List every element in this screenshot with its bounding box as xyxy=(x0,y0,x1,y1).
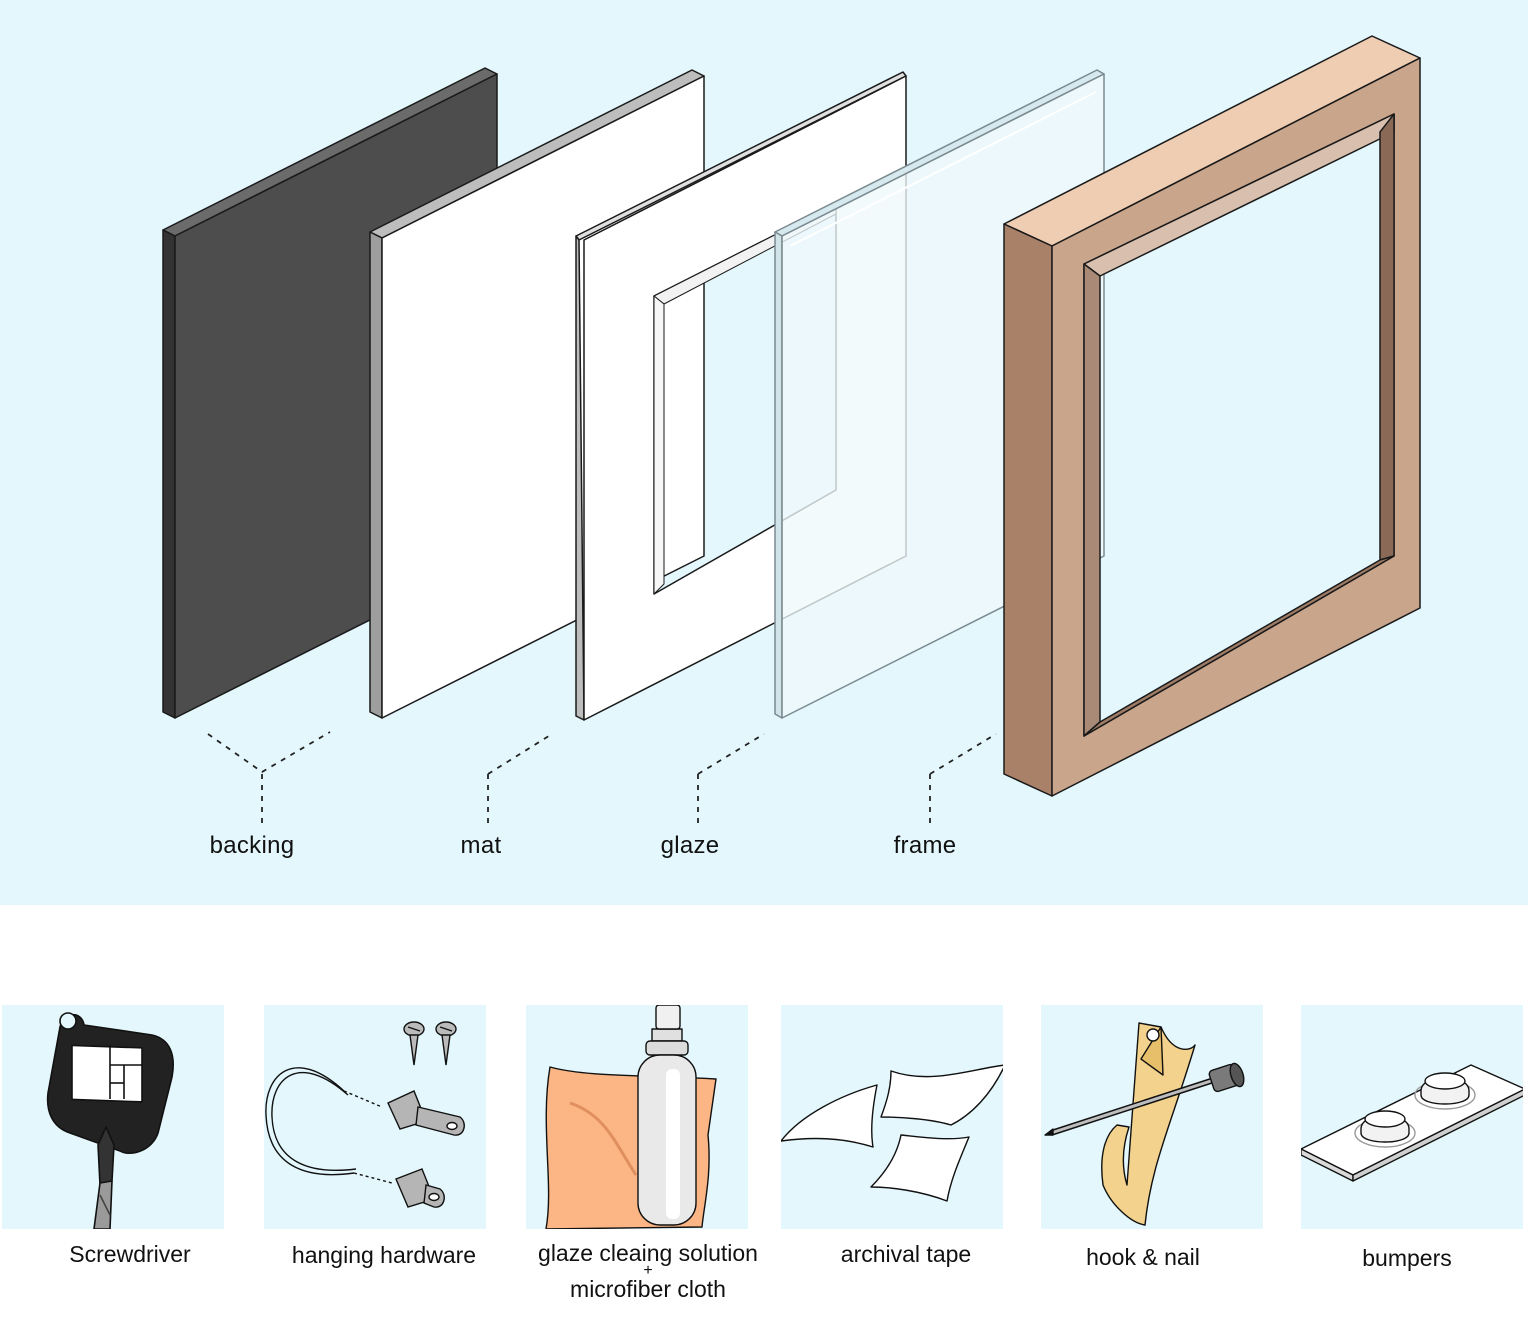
tool-tile-archival-tape xyxy=(781,1005,1003,1229)
hanging-hardware-icon xyxy=(265,1021,465,1208)
wood-frame-icon xyxy=(1003,35,1421,797)
tool-label-cleaning: glaze cleaing solution + microfiber clot… xyxy=(538,1240,758,1302)
tool-label-hanging-hardware: hanging hardware xyxy=(291,1242,477,1268)
tool-tile-hanging-hardware xyxy=(264,1005,486,1229)
tool-label-cleaning-plus: + xyxy=(643,1262,653,1279)
tool-label-cleaning-line1: glaze cleaing solution xyxy=(538,1240,758,1266)
label-glaze: glaze xyxy=(660,832,720,859)
tool-tile-bumpers xyxy=(1301,1005,1523,1229)
tool-label-screwdriver: Screwdriver xyxy=(69,1241,191,1267)
tool-label-bumpers: bumpers xyxy=(1362,1245,1452,1271)
leader-lines xyxy=(207,731,997,828)
tool-tile-screwdriver xyxy=(2,1005,224,1229)
spray-bottle-cloth-icon xyxy=(545,1005,717,1229)
bumpers-icon xyxy=(1301,1064,1523,1182)
exploded-frame-diagram: backing mat glaze frame xyxy=(0,0,1528,905)
archival-tape-icon xyxy=(781,1064,1003,1202)
label-mat: mat xyxy=(460,832,502,859)
tool-label-hook-nail: hook & nail xyxy=(1086,1244,1200,1270)
label-frame: frame xyxy=(893,832,957,859)
hook-nail-icon xyxy=(1044,1022,1245,1226)
tool-label-cleaning-line2: microfiber cloth xyxy=(570,1276,726,1302)
tool-tile-hook-nail xyxy=(1041,1005,1263,1229)
frame-layers-illustration xyxy=(162,35,1421,828)
label-backing: backing xyxy=(209,832,295,859)
tool-tile-cleaning xyxy=(526,1005,748,1229)
screwdriver-icon xyxy=(46,1012,174,1229)
tool-label-archival-tape: archival tape xyxy=(840,1241,972,1267)
